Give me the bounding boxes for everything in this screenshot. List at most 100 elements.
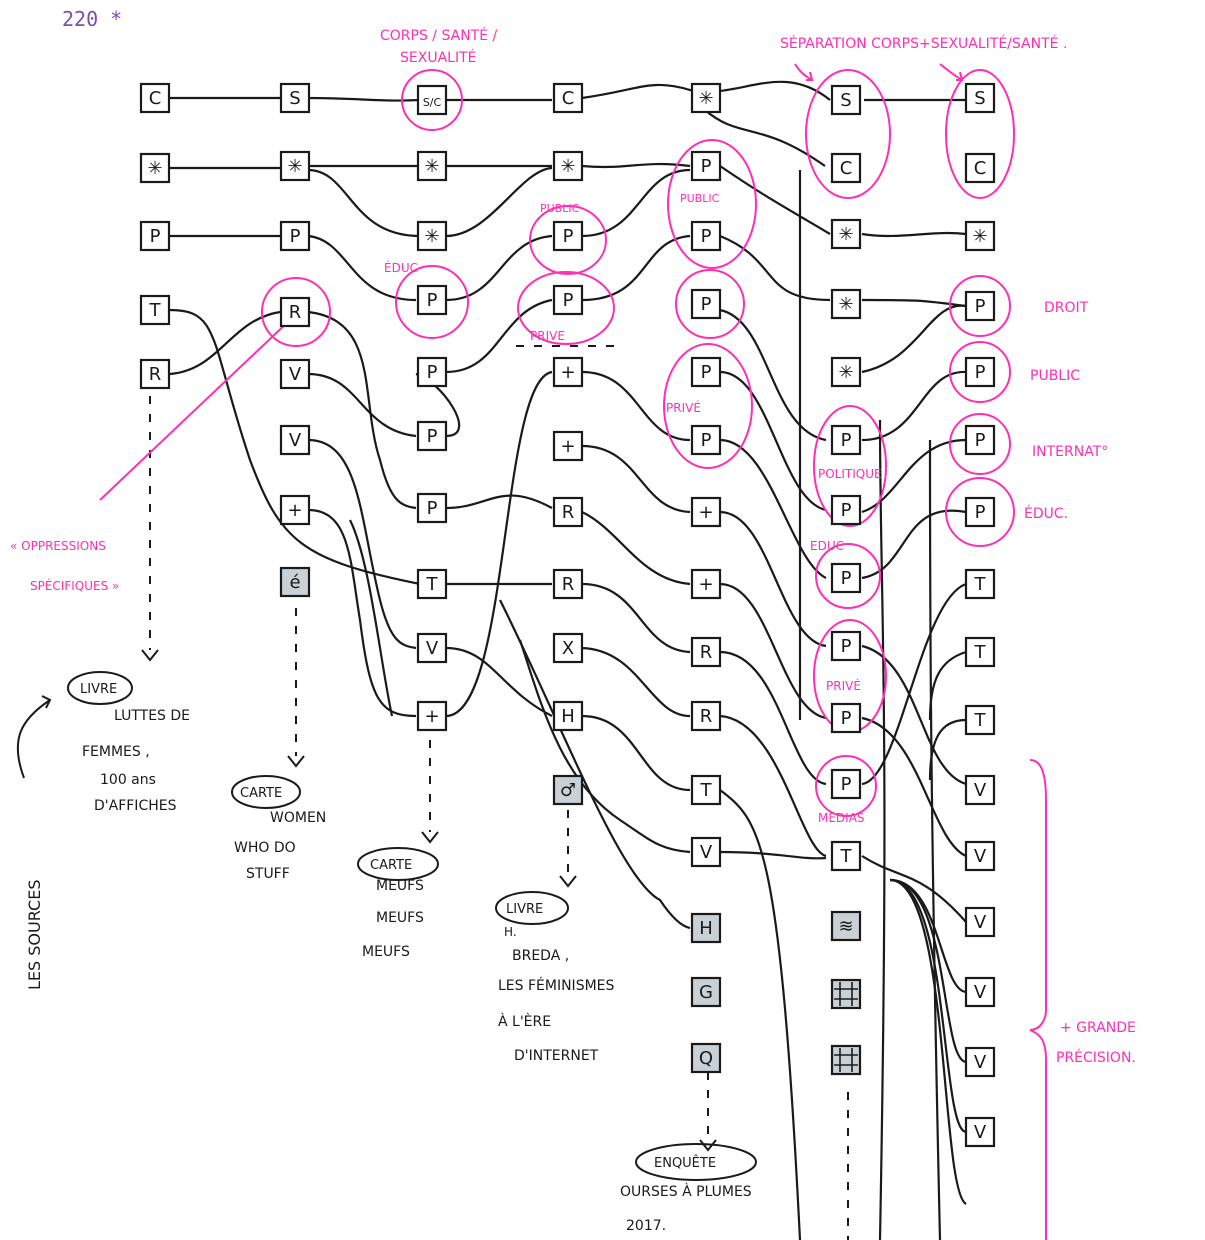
node-label: V bbox=[974, 846, 987, 867]
source-1-ellipse bbox=[67, 671, 133, 705]
node-label: T bbox=[700, 780, 713, 801]
source-1-line-4: D'AFFICHES bbox=[94, 798, 177, 814]
node-frame bbox=[690, 700, 722, 732]
node-label: P bbox=[563, 290, 574, 311]
node-box-c2-5: V bbox=[279, 358, 311, 390]
node-frame bbox=[279, 220, 311, 252]
node-box-c5-7: + bbox=[690, 496, 722, 528]
circle-public-2 bbox=[667, 139, 757, 269]
node-frame bbox=[830, 218, 862, 250]
label-corps-sante: CORPS / SANTÉ / bbox=[380, 27, 498, 44]
source-1-line-2: FEMMES , bbox=[82, 744, 150, 760]
node-frame bbox=[690, 836, 722, 868]
node-label: T bbox=[426, 574, 439, 595]
node-boxes: C✳PTRS✳PRVV+éS/C✳✳PPPPTV+C✳PP++RRXH♂✳PPP… bbox=[139, 82, 996, 1148]
node-label: S bbox=[974, 88, 985, 109]
node-frame bbox=[416, 356, 448, 388]
label-public-2: PUBLIC bbox=[680, 192, 720, 205]
circle-educ bbox=[395, 265, 469, 339]
node-frame bbox=[552, 284, 584, 316]
source-2-ellipse bbox=[231, 775, 301, 809]
node-frame bbox=[279, 296, 311, 328]
node-label: ✳ bbox=[287, 156, 302, 177]
grid-icon bbox=[834, 982, 858, 1006]
node-box-c7-12: V bbox=[964, 840, 996, 872]
link-v-h bbox=[445, 646, 553, 717]
node-frame bbox=[964, 220, 996, 252]
node-label: T bbox=[974, 642, 987, 663]
node-label: X bbox=[562, 638, 574, 659]
arrowheads bbox=[141, 649, 717, 1152]
node-box-c4-9: X bbox=[552, 632, 584, 664]
label-oppressions-2: SPÉCIFIQUES » bbox=[30, 578, 119, 593]
node-box-c7-5: P bbox=[964, 356, 996, 388]
node-label: V bbox=[289, 430, 302, 451]
node-label: ✳ bbox=[838, 294, 853, 315]
link-p-pub bbox=[445, 234, 553, 302]
node-frame bbox=[690, 356, 722, 388]
node-label: P bbox=[841, 636, 852, 657]
page-number: 220 * bbox=[62, 7, 122, 31]
node-label: P bbox=[841, 430, 852, 451]
link-v2 bbox=[307, 438, 417, 650]
link-c5g bbox=[719, 714, 827, 858]
link-t-long bbox=[169, 308, 421, 586]
node-frame bbox=[830, 1044, 862, 1076]
node-frame bbox=[416, 150, 448, 182]
node-box-c7-14: V bbox=[964, 976, 996, 1008]
node-frame bbox=[964, 424, 996, 456]
node-label: + bbox=[698, 574, 713, 595]
node-frame bbox=[964, 568, 996, 600]
label-separation: SÉPARATION CORPS+SEXUALITÉ/SANTÉ . bbox=[780, 35, 1067, 52]
node-frame bbox=[279, 82, 311, 114]
source-3-tag: CARTE bbox=[370, 858, 412, 873]
node-label: ✳ bbox=[698, 88, 713, 109]
link-r2 bbox=[581, 582, 691, 654]
link-row-2 bbox=[170, 162, 967, 238]
link-cross bbox=[349, 519, 394, 717]
node-box-c4-10: H bbox=[552, 700, 584, 732]
node-label: G bbox=[699, 982, 713, 1003]
link-c6f bbox=[861, 716, 967, 858]
node-box-c5-11: T bbox=[690, 774, 722, 806]
node-box-c4-5: + bbox=[552, 356, 584, 388]
node-frame bbox=[416, 492, 448, 524]
link-star-to-c bbox=[704, 109, 826, 167]
source-4-ellipse bbox=[495, 891, 569, 925]
arrow-separation-a bbox=[794, 63, 814, 81]
node-label: ✳ bbox=[560, 156, 575, 177]
node-frame bbox=[139, 220, 171, 252]
node-box-c7-13: V bbox=[964, 906, 996, 938]
node-label: P bbox=[427, 290, 438, 311]
node-frame bbox=[690, 912, 722, 944]
node-box-c6-3: ✳ bbox=[830, 218, 862, 250]
label-droit: DROIT bbox=[1044, 300, 1089, 316]
node-box-c7-16: V bbox=[964, 1116, 996, 1148]
link-row-1 bbox=[170, 80, 965, 102]
circle-sc bbox=[401, 69, 463, 131]
source-3-ellipse bbox=[357, 847, 439, 881]
node-label: ✳ bbox=[972, 226, 987, 247]
bracket-grande-precision bbox=[1029, 759, 1047, 1240]
node-label: R bbox=[700, 706, 713, 727]
node-box-c7-8: T bbox=[964, 568, 996, 600]
link-long-vertical-2 bbox=[928, 439, 942, 1240]
node-label: T bbox=[149, 300, 162, 321]
node-label: V bbox=[974, 1052, 987, 1073]
node-box-c2-6: V bbox=[279, 424, 311, 456]
node-frame bbox=[964, 290, 996, 322]
node-box-c2-7: + bbox=[279, 494, 311, 526]
node-box-c6-9: P bbox=[830, 630, 862, 662]
node-frame bbox=[279, 358, 311, 390]
node-label: T bbox=[840, 846, 853, 867]
link-c5d bbox=[719, 510, 827, 648]
circle-public-1 bbox=[529, 205, 607, 275]
node-box-c4-7: R bbox=[552, 496, 584, 528]
link-c5b bbox=[719, 370, 827, 512]
node-frame bbox=[690, 568, 722, 600]
node-label: P bbox=[150, 226, 161, 247]
node-box-c3-1: S/C bbox=[416, 84, 448, 116]
node-label: ♂ bbox=[560, 780, 576, 801]
node-label: P bbox=[701, 362, 712, 383]
